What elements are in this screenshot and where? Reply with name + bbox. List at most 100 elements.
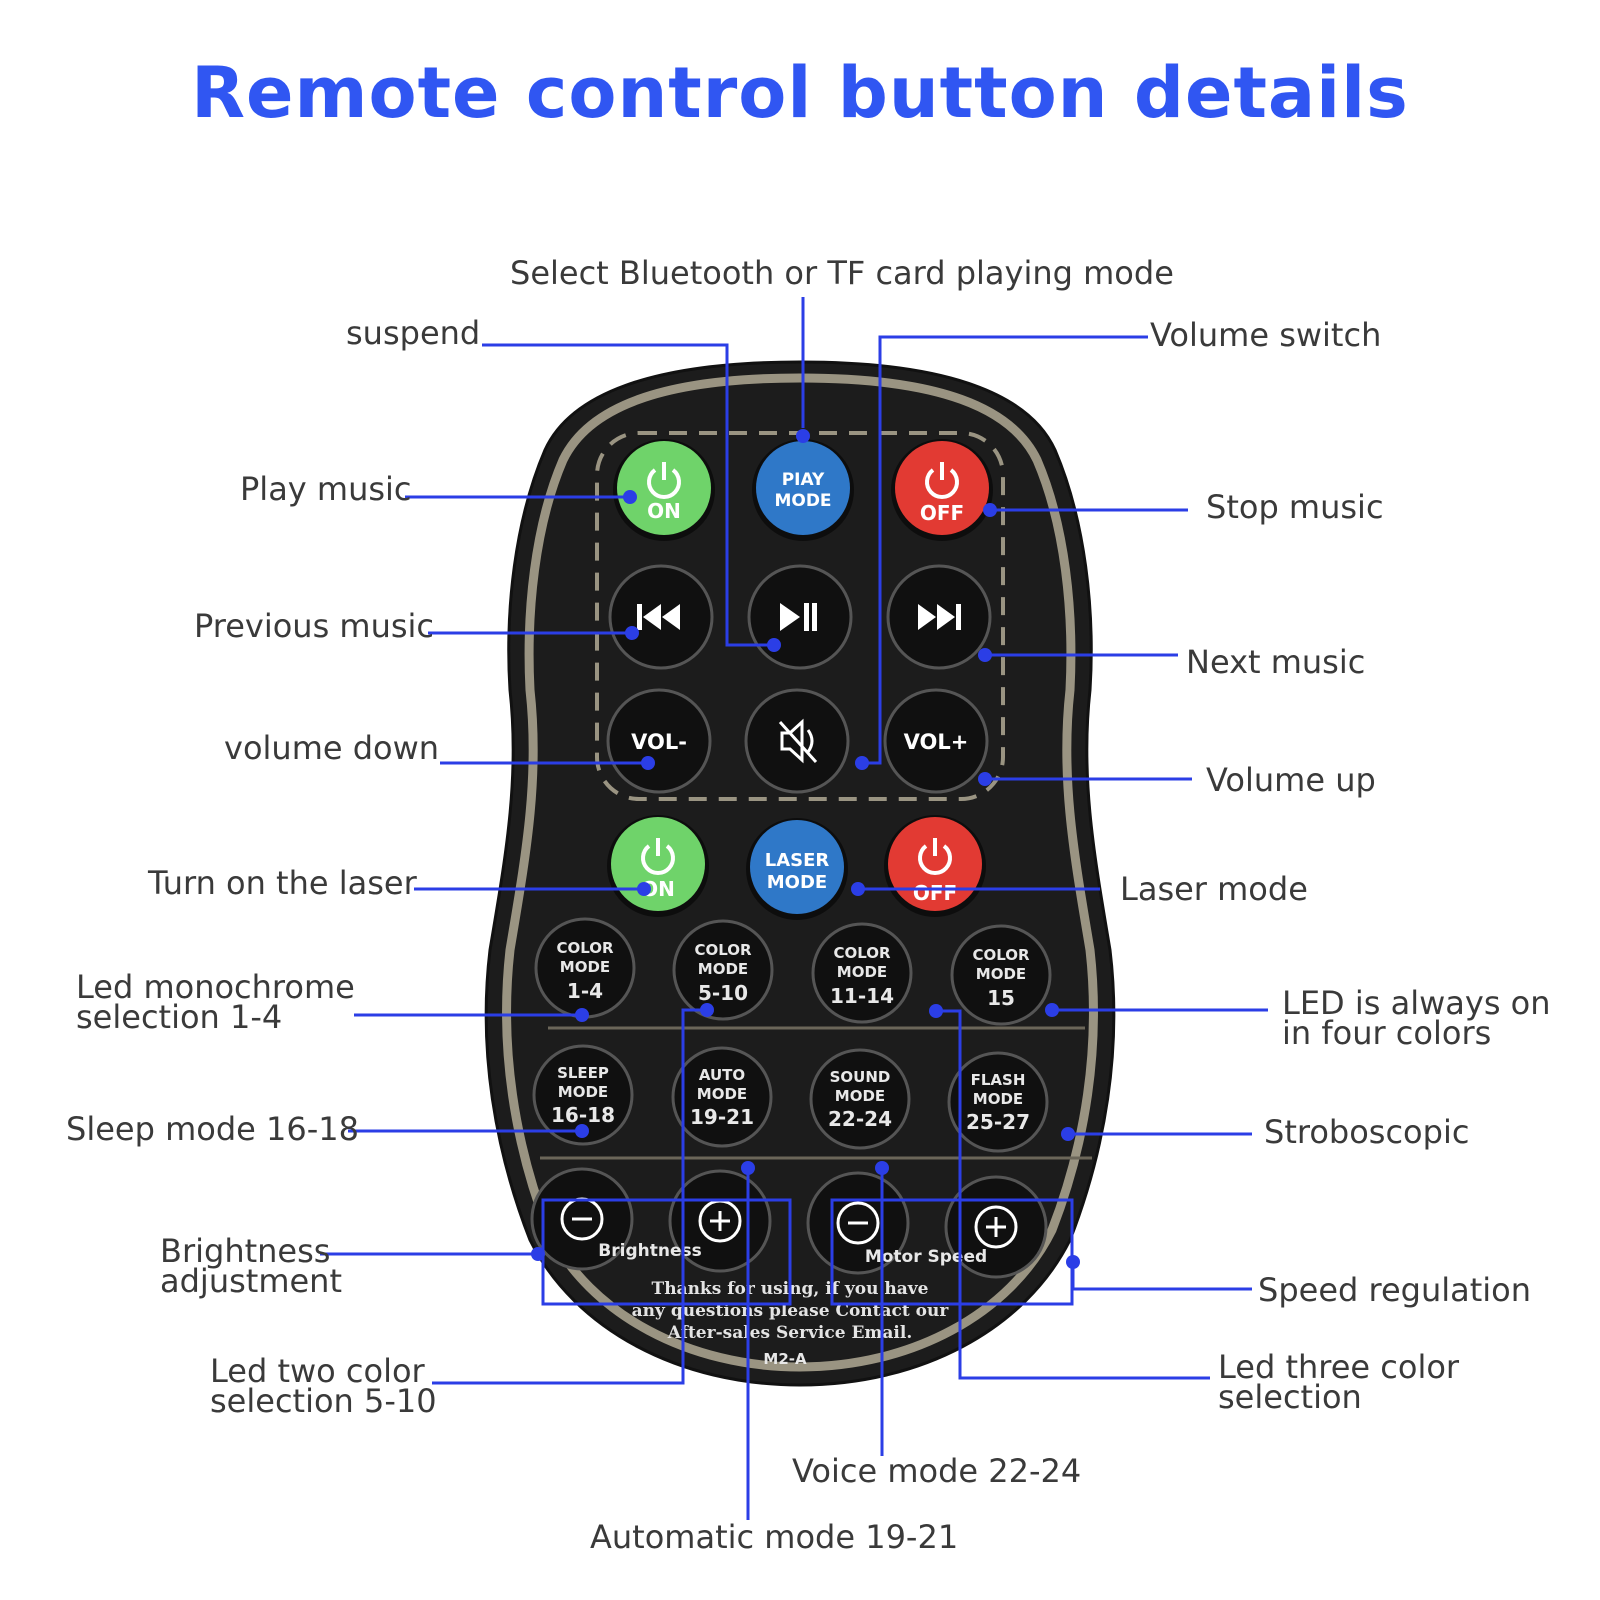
laser-off-label: OFF [913, 881, 957, 905]
auto-mode-l1: AUTO [699, 1066, 745, 1084]
previous-track-icon [637, 604, 680, 630]
label-stroboscopic: Stroboscopic [1264, 1113, 1470, 1151]
auto-mode-l2: MODE [697, 1085, 747, 1103]
label-led-two-2: selection 5-10 [210, 1382, 437, 1420]
sound-mode-l2: MODE [835, 1087, 885, 1105]
label-brightness-2: adjustment [160, 1262, 342, 1300]
flash-mode-l3: 25-27 [966, 1110, 1030, 1134]
remote-rim [502, 373, 1098, 1372]
color-mode-4-l1: COLOR [972, 946, 1030, 964]
music-off-button[interactable]: OFF [891, 439, 993, 541]
next-track-button[interactable] [886, 564, 992, 670]
play-mode-button[interactable]: PIAY MODE [752, 439, 854, 541]
label-led-four-2: in four colors [1282, 1014, 1492, 1052]
music-off-label: OFF [920, 501, 964, 525]
volume-down-button[interactable]: VOL- [606, 688, 712, 794]
label-led-four-1: LED is always on [1282, 984, 1551, 1022]
color-mode-4-l2: MODE [976, 965, 1026, 983]
leader-lines [320, 297, 1268, 1520]
laser-off-button[interactable]: OFF [884, 815, 986, 917]
leader-led-three [936, 1009, 1210, 1380]
color-mode-1-l1: COLOR [556, 939, 614, 957]
motor-speed-up-button[interactable] [944, 1175, 1048, 1279]
color-mode-2-l2: MODE [698, 960, 748, 978]
color-mode-button-3[interactable]: COLOR MODE 11-14 [811, 922, 913, 1024]
label-sleep-mode: Sleep mode 16-18 [66, 1110, 359, 1148]
leader-speed [1071, 1262, 1252, 1291]
next-track-icon [918, 604, 961, 630]
label-led-three-2: selection [1218, 1378, 1362, 1416]
auto-mode-l3: 19-21 [690, 1105, 754, 1129]
label-led-monochrome: Led monochrome selection 1-4 [76, 968, 355, 1036]
leader-dots [531, 429, 1080, 1269]
color-mode-button-1[interactable]: COLOR MODE 1-4 [534, 917, 636, 1019]
sleep-mode-l1: SLEEP [557, 1064, 609, 1082]
label-laser-mode: Laser mode [1120, 870, 1308, 908]
sound-mode-button[interactable]: SOUND MODE 22-24 [809, 1048, 911, 1150]
laser-on-button[interactable]: ON [607, 815, 709, 917]
brightness-caption: Brightness [598, 1241, 701, 1261]
page-title: Remote control button details [191, 52, 1409, 134]
motor-speed-bracket [830, 1198, 1074, 1306]
label-volume-up: Volume up [1206, 761, 1376, 799]
color-mode-4-l3: 15 [987, 986, 1015, 1010]
label-speed-regulation: Speed regulation [1258, 1271, 1532, 1309]
label-voice-mode: Voice mode 22-24 [792, 1452, 1082, 1490]
leader-volume-switch [862, 335, 1148, 765]
plus-icon [974, 1205, 1018, 1249]
color-mode-2-l1: COLOR [694, 941, 752, 959]
color-mode-3-l1: COLOR [833, 944, 891, 962]
leader-led-two [432, 1008, 707, 1385]
flash-mode-l1: FLASH [971, 1071, 1026, 1089]
label-led-four-colors: LED is always on in four colors [1282, 984, 1551, 1052]
color-mode-button-2[interactable]: COLOR MODE 5-10 [672, 919, 774, 1021]
play-mode-label-1: PIAY [782, 470, 825, 490]
model-label: M2-A [763, 1350, 807, 1368]
color-mode-3-l3: 11-14 [830, 984, 894, 1008]
label-automatic-mode: Automatic mode 19-21 [590, 1518, 959, 1556]
sound-mode-l3: 22-24 [828, 1107, 892, 1131]
sleep-mode-button[interactable]: SLEEP MODE 16-18 [532, 1044, 634, 1146]
color-mode-1-l3: 1-4 [567, 979, 603, 1003]
sound-mode-l1: SOUND [830, 1068, 891, 1086]
footer-line-3: After-sales Service Email. [667, 1323, 913, 1343]
music-on-label: ON [647, 499, 681, 523]
minus-icon [836, 1201, 880, 1245]
auto-mode-button[interactable]: AUTO MODE 19-21 [671, 1046, 773, 1148]
label-play-music: Play music [240, 470, 412, 508]
flash-mode-l2: MODE [973, 1090, 1023, 1108]
label-led-monochrome-2: selection 1-4 [76, 998, 283, 1036]
label-volume-switch: Volume switch [1150, 316, 1382, 354]
previous-track-button[interactable] [608, 564, 714, 670]
label-stop-music: Stop music [1206, 488, 1384, 526]
play-pause-button[interactable] [747, 564, 853, 670]
color-mode-3-l2: MODE [837, 963, 887, 981]
brightness-down-button[interactable] [530, 1167, 634, 1271]
color-mode-2-l3: 5-10 [698, 981, 748, 1005]
music-on-button[interactable]: ON [613, 439, 715, 541]
laser-mode-button[interactable]: LASER MODE [746, 818, 848, 920]
label-turn-on-laser: Turn on the laser [148, 864, 417, 902]
power-icon [641, 844, 675, 875]
label-volume-down: volume down [224, 729, 440, 767]
label-play-mode-select: Select Bluetooth or TF card playing mode [510, 254, 1174, 292]
sleep-mode-l2: MODE [558, 1083, 608, 1101]
label-previous-music: Previous music [194, 607, 435, 645]
label-next-music: Next music [1186, 643, 1366, 681]
vol-down-label: VOL- [631, 730, 687, 754]
label-led-two-1: Led two color [210, 1352, 425, 1390]
label-led-three-color: Led three color selection [1218, 1348, 1460, 1416]
label-led-two-color: Led two color selection 5-10 [210, 1352, 437, 1420]
flash-mode-button[interactable]: FLASH MODE 25-27 [947, 1051, 1049, 1153]
label-led-monochrome-1: Led monochrome [76, 968, 355, 1006]
color-mode-1-l2: MODE [560, 958, 610, 976]
mute-button[interactable] [744, 688, 850, 794]
play-mode-label-2: MODE [774, 491, 831, 511]
motor-speed-caption: Motor Speed [865, 1247, 987, 1267]
color-mode-button-4[interactable]: COLOR MODE 15 [950, 924, 1052, 1026]
label-led-three-1: Led three color [1218, 1348, 1460, 1386]
power-icon [647, 468, 681, 499]
volume-up-button[interactable]: VOL+ [883, 688, 989, 794]
mute-icon [778, 718, 818, 764]
